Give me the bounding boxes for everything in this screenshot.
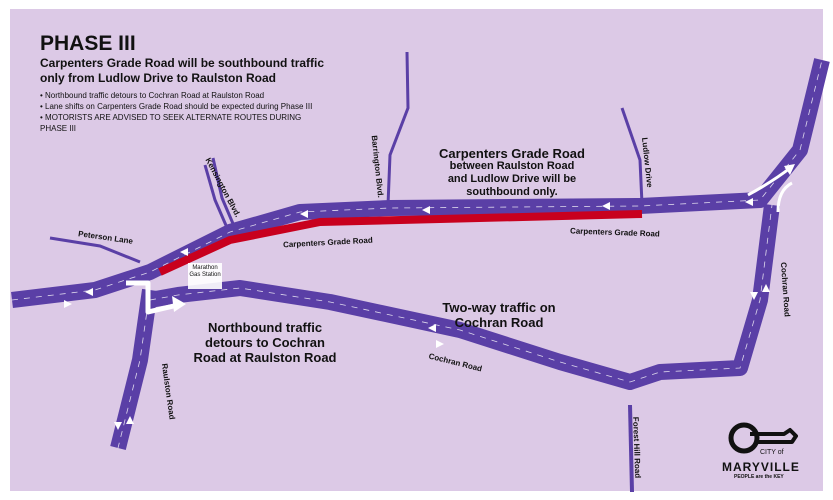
notice-list: Northbound traffic detours to Cochran Ro… xyxy=(40,90,330,134)
kensington-road-2 xyxy=(211,157,236,227)
direction-arrows xyxy=(64,198,770,430)
carpenters-callout-title: Carpenters Grade Road xyxy=(439,146,585,161)
notice-item: MOTORISTS ARE ADVISED TO SEEK ALTERNATE … xyxy=(40,112,330,134)
kensington-road xyxy=(203,164,230,231)
forest-hill-road xyxy=(628,404,634,493)
ludlow-road xyxy=(620,107,644,205)
curve-arrow-2 xyxy=(776,181,793,213)
carpenters-callout-body: between Raulston Road and Ludlow Drive w… xyxy=(447,160,577,198)
gas-station-label: Marathon Gas Station xyxy=(189,265,221,278)
detour-arrow xyxy=(126,280,179,315)
southbound-only-segment xyxy=(158,210,643,276)
notice-item: Lane shifts on Carpenters Grade Road sho… xyxy=(40,101,330,112)
notice-item: Northbound traffic detours to Cochran Ro… xyxy=(40,90,330,101)
detour-arrow-head xyxy=(172,296,186,312)
logo-tagline: PEOPLE are the KEY xyxy=(734,474,784,480)
gas-station-marker xyxy=(188,263,222,289)
raulston-road xyxy=(110,288,158,450)
peterson-lane-road xyxy=(49,236,141,264)
page-title: PHASE III xyxy=(40,32,136,55)
logo-name: MARYVILLE xyxy=(722,460,800,474)
maryville-key-logo-icon xyxy=(728,422,798,454)
detour-callout: Northbound traffic detours to Cochran Ro… xyxy=(193,320,337,365)
barrington-road xyxy=(386,51,410,206)
cochran-callout: Two-way traffic on Cochran Road xyxy=(442,300,556,330)
page-subtitle: Carpenters Grade Road will be southbound… xyxy=(40,56,325,85)
logo-city-of: CITY of xyxy=(760,449,784,456)
